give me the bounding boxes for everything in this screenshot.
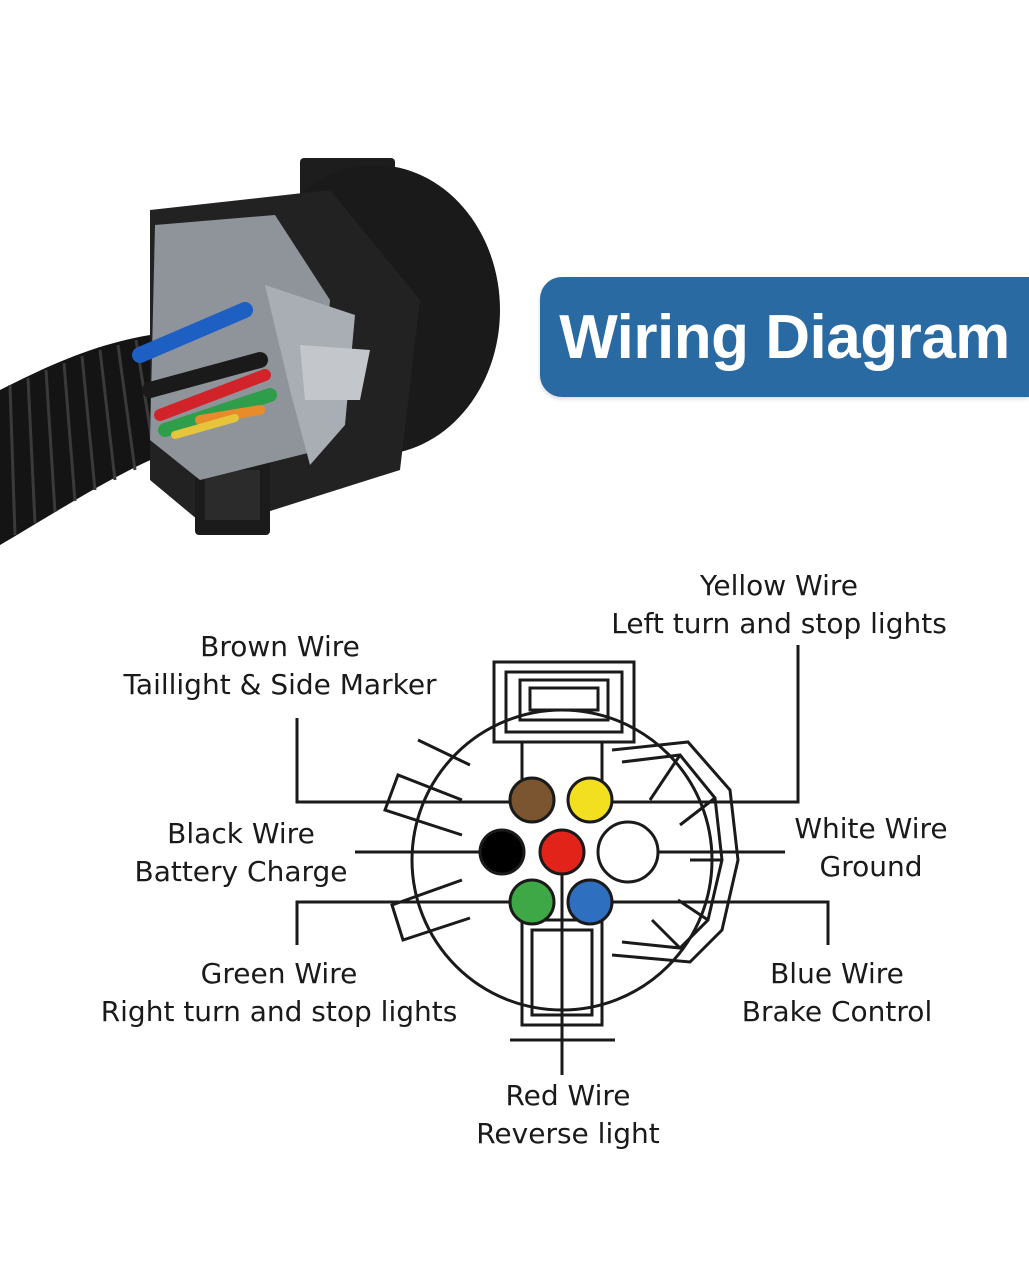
title-text: Wiring Diagram [559, 302, 1010, 372]
pin-red [538, 828, 586, 876]
label-red: Red Wire Reverse light [470, 1077, 666, 1153]
leader-blue [608, 900, 830, 945]
label-yellow: Yellow Wire Left turn and stop lights [600, 567, 958, 643]
pinout-diagram [295, 645, 830, 1075]
white-wire-function: Ground [819, 850, 923, 883]
conduit [0, 335, 175, 545]
pin-white [596, 820, 660, 884]
label-blue: Blue Wire Brake Control [735, 955, 939, 1031]
brown-wire-function: Taillight & Side Marker [123, 668, 437, 701]
leader-brown [295, 718, 515, 804]
pin-brown [508, 776, 556, 824]
yellow-wire-function: Left turn and stop lights [611, 607, 947, 640]
green-wire-function: Right turn and stop lights [100, 995, 458, 1028]
pin-blue [566, 878, 614, 926]
blue-wire-function: Brake Control [741, 995, 933, 1028]
white-wire-name: White Wire [794, 812, 948, 845]
green-wire-name: Green Wire [200, 957, 358, 990]
leader-lines [295, 645, 830, 1075]
leader-yellow [608, 645, 800, 804]
leader-green [295, 900, 515, 945]
red-wire-function: Reverse light [476, 1117, 660, 1150]
black-wire-function: Battery Charge [134, 855, 348, 888]
wires [132, 302, 277, 439]
pin-yellow [566, 776, 614, 824]
label-white: White Wire Ground [785, 810, 957, 886]
pin-black [478, 828, 526, 876]
label-black: Black Wire Battery Charge [130, 815, 352, 891]
pin-green [508, 878, 556, 926]
red-wire-name: Red Wire [505, 1079, 631, 1112]
label-brown: Brown Wire Taillight & Side Marker [108, 628, 452, 704]
title-badge: Wiring Diagram [540, 277, 1029, 397]
pins [478, 776, 660, 926]
yellow-wire-name: Yellow Wire [699, 569, 859, 602]
blue-wire-name: Blue Wire [770, 957, 904, 990]
connector-photo [0, 158, 500, 545]
label-green: Green Wire Right turn and stop lights [88, 955, 470, 1031]
brown-wire-name: Brown Wire [200, 630, 360, 663]
black-wire-name: Black Wire [167, 817, 315, 850]
